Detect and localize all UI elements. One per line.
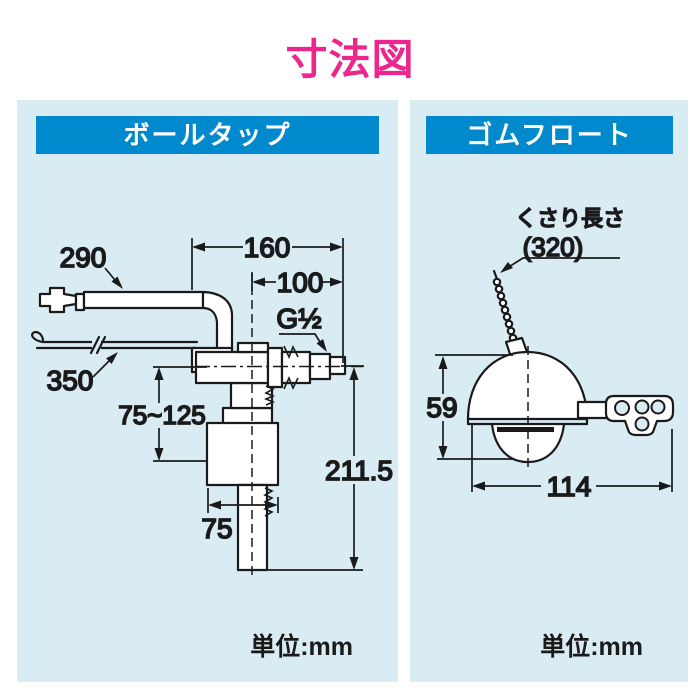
valve-body <box>190 341 347 572</box>
dim-top-width: 160 <box>191 231 344 363</box>
dim-arm-length: 290 <box>59 241 123 289</box>
dim-body-width: 75 <box>201 488 279 545</box>
page-title: 寸法図 <box>285 36 415 83</box>
dim-float-width: 114 <box>471 423 673 503</box>
float-arm <box>38 286 234 355</box>
svg-text:75: 75 <box>201 513 232 544</box>
svg-text:114: 114 <box>547 471 592 502</box>
dim-refill-tube-length: 350 <box>46 352 118 397</box>
seal-seat <box>497 427 554 432</box>
dim-total-height: 211.5 <box>265 365 394 571</box>
panel-header-ball-tap: ボールタップ <box>36 116 379 154</box>
panel-header-rubber-float: ゴムフロート <box>426 116 673 154</box>
panel-rubber-float: ゴムフロート <box>410 100 688 682</box>
float-cup <box>205 421 280 487</box>
refill-tube <box>31 330 199 355</box>
ball-tap-technical-drawing: 160 100 290 350 <box>31 231 394 577</box>
svg-text:100: 100 <box>277 267 324 298</box>
dim-inlet-offset: 100 <box>251 266 343 299</box>
dim-chain-length: くさり長さ (320) <box>500 205 626 273</box>
dim-float-height: 59 <box>426 354 513 460</box>
unit-label-ball-tap: 単位:mm <box>250 633 353 661</box>
svg-text:G½: G½ <box>276 303 321 334</box>
svg-text:くさり長さ: くさり長さ <box>515 206 625 231</box>
dim-thread-size: G½ <box>276 302 327 352</box>
dim-height-range: 75~125 <box>117 366 207 462</box>
rubber-float-technical-drawing: くさり長さ (320) 59 114 <box>426 205 675 503</box>
unit-label-rubber-float: 単位:mm <box>540 633 643 661</box>
svg-text:(320): (320) <box>523 232 584 262</box>
svg-text:290: 290 <box>60 242 107 273</box>
svg-text:160: 160 <box>244 232 291 263</box>
float-dome <box>466 350 589 464</box>
float-arm-paddle <box>576 394 675 437</box>
inlet-thread <box>280 350 312 385</box>
panel-ball-tap: ボールタップ <box>17 100 398 682</box>
svg-text:211.5: 211.5 <box>325 455 393 486</box>
svg-text:59: 59 <box>426 392 457 423</box>
svg-text:350: 350 <box>47 365 94 396</box>
chain <box>492 269 529 359</box>
svg-text:75~125: 75~125 <box>118 400 205 430</box>
